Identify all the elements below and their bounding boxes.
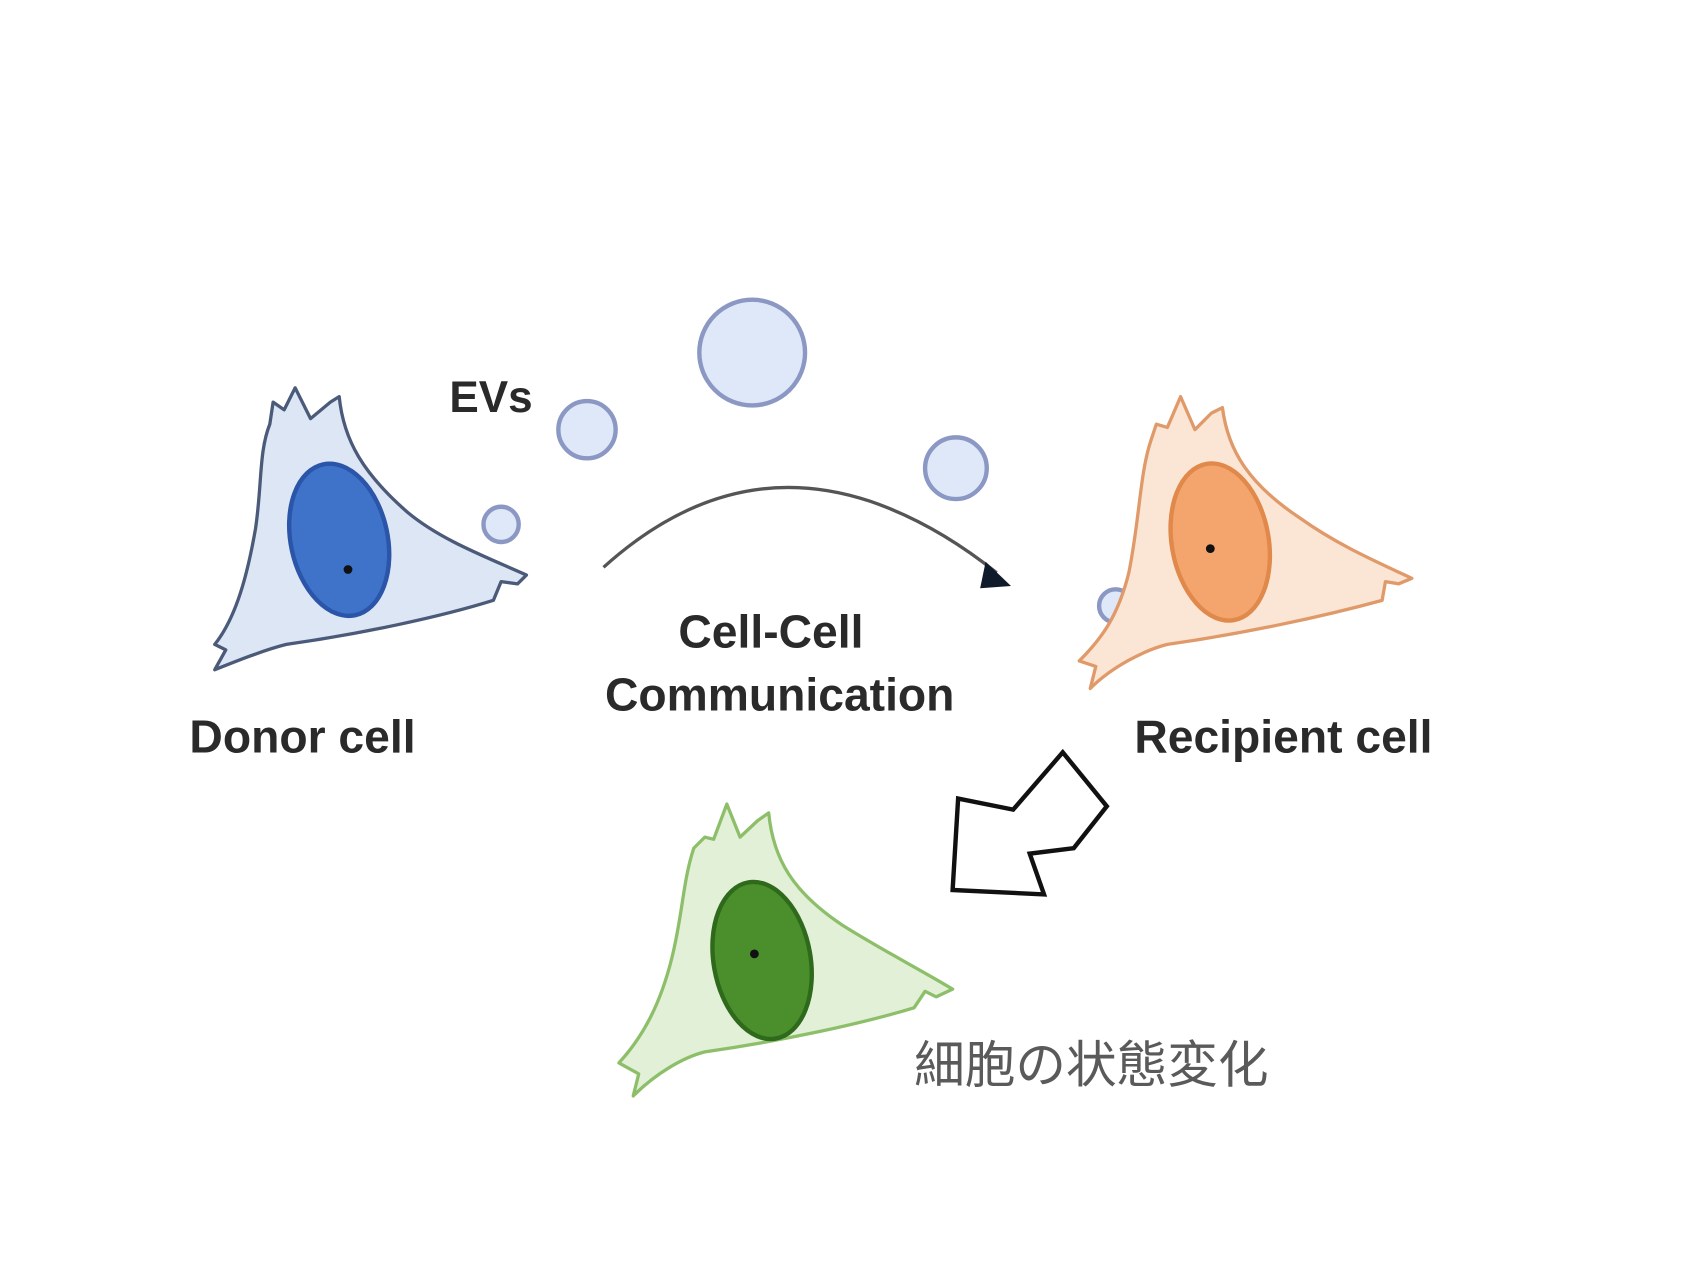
arrowhead-icon [980, 561, 1011, 589]
changed-cell [617, 802, 955, 1098]
recipient-cell [1077, 394, 1414, 691]
donor-cell-label: Donor cell [189, 710, 415, 762]
donor-cell [213, 386, 529, 672]
ev-vesicle [697, 297, 808, 408]
ev-vesicle [922, 435, 989, 502]
state-change-arrow [950, 748, 1110, 897]
state-change-label: 細胞の状態変化 [914, 1036, 1268, 1095]
communication-label-line2: Communication [605, 668, 954, 720]
changed-nucleolus [749, 949, 759, 959]
recipient-nucleolus [1205, 544, 1215, 553]
donor-nucleolus [343, 565, 353, 574]
donor-nucleus [286, 461, 392, 619]
recipient-nucleus [1168, 461, 1273, 623]
ev-vesicle [481, 504, 521, 545]
communication-arrow [602, 485, 1011, 589]
evs-label: EVs [449, 373, 532, 422]
communication-label-line1: Cell-Cell [678, 606, 863, 658]
ev-vesicle [556, 398, 618, 461]
block-arrow-icon [950, 748, 1110, 897]
recipient-cell-label: Recipient cell [1134, 710, 1432, 762]
changed-nucleus [710, 879, 814, 1042]
communication-arrow-curve [602, 485, 998, 575]
